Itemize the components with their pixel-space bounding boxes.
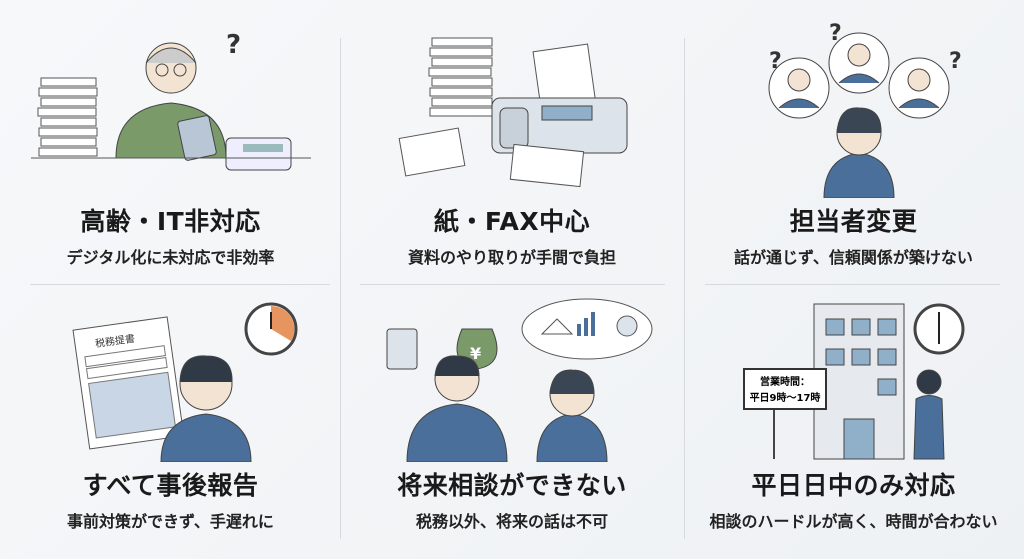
card-subtitle: 相談のハードルが高く、時間が合わない [709, 512, 998, 531]
card-after-report: 税務提書 すべて事後報告 事前対策ができず、手遅れに [0, 284, 341, 559]
staff-change-illustration: ? ? ? [768, 21, 962, 198]
advisor-icon [406, 355, 508, 462]
worried-woman-icon [822, 107, 895, 198]
divider [340, 38, 341, 539]
late-report-illustration: 税務提書 [71, 302, 297, 462]
card-subtitle: 税務以外、将来の話は不可 [415, 512, 608, 531]
card-staff-change: ? ? ? 担当者変更 話が通じず、信頼関係が築けない [683, 0, 1024, 284]
card-title: 紙・FAX中心 [433, 207, 591, 236]
divider [360, 284, 665, 285]
card-subtitle: 事前対策ができず、手遅れに [67, 512, 274, 531]
question-mark: ? [226, 30, 241, 60]
clock-icon [244, 302, 297, 356]
client-woman-icon [536, 369, 608, 462]
card-subtitle: デジタル化に未対応で非効率 [66, 248, 275, 267]
card-paper-fax: 紙・FAX中心 資料のやり取りが手間で負担 [341, 0, 683, 284]
calculator-icon [386, 328, 418, 370]
future-consult-illustration: ¥ [386, 298, 653, 462]
yen-symbol: ¥ [470, 344, 481, 363]
thought-bubble-icon [521, 298, 653, 360]
office-building-icon [813, 303, 904, 460]
card-title: 高齢・IT非対応 [80, 207, 261, 236]
card-subtitle: 資料のやり取りが手間で負担 [407, 248, 616, 267]
fax-machine-icon [491, 43, 628, 154]
sign-line-2: 平日9時〜17時 [749, 391, 820, 404]
tax-form-icon: 税務提書 [71, 316, 184, 450]
card-subtitle: 話が通じず、信頼関係が築けない [734, 248, 973, 267]
clock-icon [913, 303, 964, 355]
card-future-consult: ¥ 将来相談ができない 税務以外、将来の話は不可 [341, 284, 683, 559]
question-mark: ? [829, 21, 842, 46]
question-mark: ? [769, 49, 782, 74]
card-title: 将来相談ができない [397, 471, 627, 500]
card-weekday-only: 営業時間： 平日9時〜17時 平日日中のみ対応 相談のハードルが高く、時間が合わ… [683, 284, 1024, 559]
paper-icon [509, 143, 585, 188]
fax-illustration [398, 37, 628, 188]
person-icon [768, 32, 949, 119]
card-elderly-it: ? 高齢・IT非対応 デジタル化に未対応で非効率 [0, 0, 341, 284]
envelope-icon [398, 127, 466, 177]
divider [684, 38, 685, 539]
elderly-accountant-illustration: ? [30, 30, 311, 171]
card-title: 担当者変更 [789, 207, 918, 236]
divider [705, 284, 1000, 285]
man-back-icon [912, 369, 945, 460]
phone-icon [225, 137, 291, 171]
question-mark: ? [949, 49, 962, 74]
divider [30, 284, 330, 285]
paper-stack-icon [37, 77, 97, 157]
worried-man-icon [159, 355, 252, 462]
card-title: 平日日中のみ対応 [751, 471, 956, 500]
card-title: すべて事後報告 [82, 471, 259, 500]
sign-line-1: 営業時間： [760, 375, 810, 388]
paper-stack-icon [428, 37, 493, 117]
business-hours-sign: 営業時間： 平日9時〜17時 [742, 368, 827, 459]
office-hours-illustration: 営業時間： 平日9時〜17時 [742, 303, 964, 460]
